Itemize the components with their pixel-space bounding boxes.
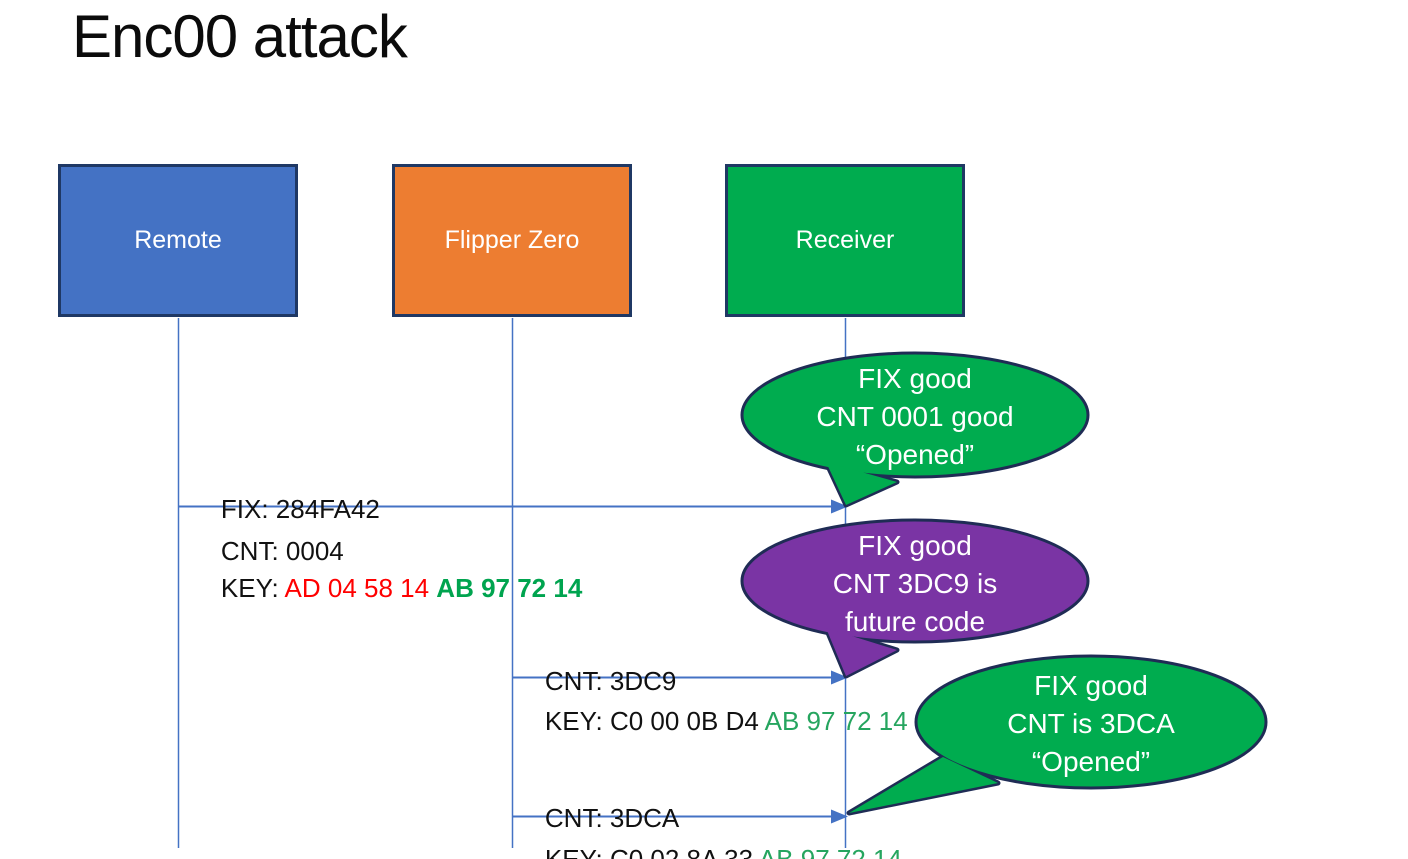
- bubble2-line3: future code: [844, 606, 986, 637]
- key-rolling-part: AB 97 72 14: [764, 706, 908, 736]
- bubble2-text: FIX good CNT 3DC9 is future code: [760, 527, 1070, 641]
- bubble2-line1: FIX good: [858, 530, 972, 561]
- bubble1-line1: FIX good: [858, 363, 972, 394]
- key-rolling-part: AB 97 72 14: [436, 573, 583, 603]
- bubble1-text: FIX good CNT 0001 good “Opened”: [760, 360, 1070, 474]
- arrowhead-icon: [831, 670, 848, 685]
- message2-key-label: KEY: C0 00 0B D4 AB 97 72 14: [544, 706, 908, 736]
- bubble1-line3: “Opened”: [855, 439, 975, 470]
- speech-bubble-3: [846, 654, 1268, 816]
- message1-cnt-label: CNT: 0004: [220, 536, 344, 566]
- message-arrow-3: [513, 809, 848, 824]
- message-arrow-2: [513, 670, 848, 685]
- actor-box-flipper-zero: Flipper Zero: [392, 164, 632, 317]
- message2-cnt-label: CNT: 3DC9: [544, 666, 677, 696]
- message3-cnt-label: CNT: 3DCA: [544, 803, 680, 833]
- message1-key-label: KEY: AD 04 58 14 AB 97 72 14: [220, 573, 583, 603]
- speech-bubble-1: [740, 351, 1090, 508]
- slide-title: Enc00 attack: [72, 3, 408, 70]
- arrowhead-icon: [831, 499, 848, 514]
- actor-label-receiver: Receiver: [795, 226, 895, 254]
- message3-key-label: KEY: C0 02 8A 33 AB 97 72 14: [516, 820, 902, 859]
- arrowhead-icon: [831, 809, 848, 824]
- bubble3-line1: FIX good: [1034, 670, 1148, 701]
- speech-bubble-2: [740, 518, 1090, 679]
- actor-label-remote: Remote: [134, 226, 222, 254]
- message1-fix-label: FIX: 284FA42: [220, 494, 380, 524]
- key-rolling-part: AB 97 72 14: [758, 844, 902, 859]
- bubble1-line2: CNT 0001 good: [816, 401, 1014, 432]
- bubble3-line3: “Opened”: [1031, 746, 1151, 777]
- bubble2-line2: CNT 3DC9 is: [832, 568, 998, 599]
- key-fixed-part: AD 04 58 14: [284, 573, 437, 603]
- message-arrow-1: [179, 499, 848, 514]
- bubble3-line2: CNT is 3DCA: [1007, 708, 1175, 739]
- actor-label-flipper-zero: Flipper Zero: [444, 226, 580, 254]
- bubble3-text: FIX good CNT is 3DCA “Opened”: [936, 667, 1246, 781]
- actor-box-receiver: Receiver: [725, 164, 965, 317]
- actor-box-remote: Remote: [58, 164, 298, 317]
